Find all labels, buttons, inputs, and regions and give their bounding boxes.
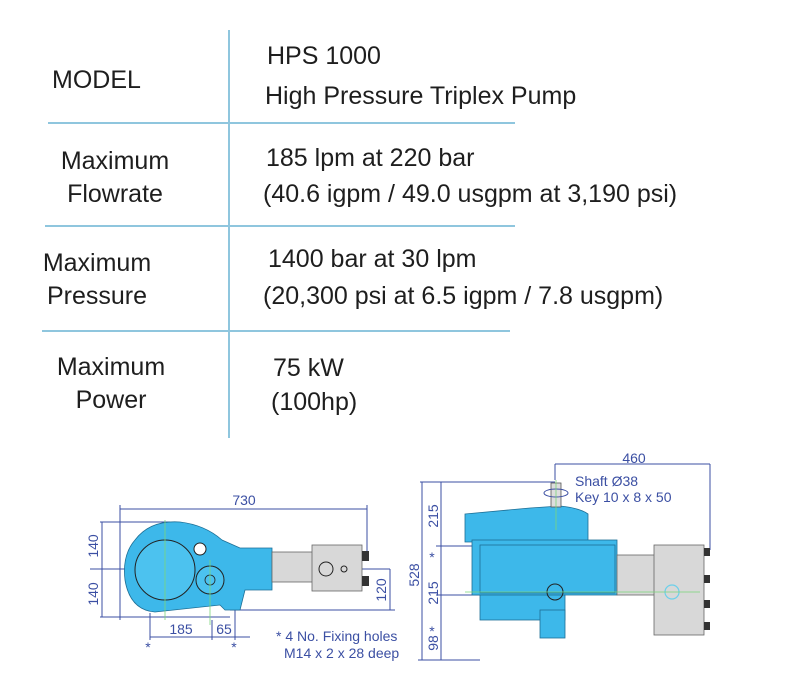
dim-middle-label: 215	[425, 581, 441, 605]
shaft-key-label: Key 10 x 8 x 50	[575, 489, 672, 505]
table-vertical-divider	[228, 30, 230, 438]
fixing-hole-marker: *	[231, 639, 237, 655]
power-conversion: (100hp)	[271, 388, 358, 416]
top-view-drawing: 460 Shaft Ø38 Key 10 x 8 x 50 528 215 21…	[406, 450, 711, 661]
pressure-value: 1400 bar at 30 lpm	[268, 245, 477, 273]
fixing-holes-note: * 4 No. Fixing holes	[276, 628, 397, 644]
model-description: High Pressure Triplex Pump	[265, 82, 577, 110]
dim-offset-label: 65	[216, 621, 232, 637]
table-row-divider	[45, 225, 515, 227]
table-row-divider	[42, 330, 510, 332]
dim-top-label: 215	[425, 504, 441, 528]
dim-upper-label: 140	[85, 534, 101, 558]
fixing-hole-marker: *	[145, 639, 151, 655]
side-view-drawing: 730 140 140 120 185 65 * * * 4 No. Fixin…	[85, 492, 399, 661]
shaft-diameter-label: Shaft Ø38	[575, 473, 638, 489]
dim-width-label: 460	[622, 450, 646, 466]
table-row-divider	[48, 122, 515, 124]
flowrate-conversion: (40.6 igpm / 49.0 usgpm at 3,190 psi)	[263, 180, 678, 208]
fixing-hole-marker: *	[429, 549, 435, 565]
dim-total-height-label: 528	[406, 563, 422, 587]
fixing-holes-spec: M14 x 2 x 28 deep	[284, 645, 399, 661]
power-value: 75 kW	[273, 354, 344, 382]
dim-lower-label: 140	[85, 582, 101, 606]
fixing-hole-marker: *	[429, 623, 435, 639]
dim-hole-spacing-label: 185	[169, 621, 193, 637]
model-name: HPS 1000	[267, 42, 381, 70]
dim-length-label: 730	[232, 492, 256, 508]
pressure-conversion: (20,300 psi at 6.5 igpm / 7.8 usgpm)	[263, 282, 664, 310]
flowrate-value: 185 lpm at 220 bar	[266, 144, 475, 172]
spec-label-model: MODEL	[52, 66, 141, 94]
dim-right-label: 120	[373, 578, 389, 602]
dim-bottom-label: 98	[425, 635, 441, 651]
